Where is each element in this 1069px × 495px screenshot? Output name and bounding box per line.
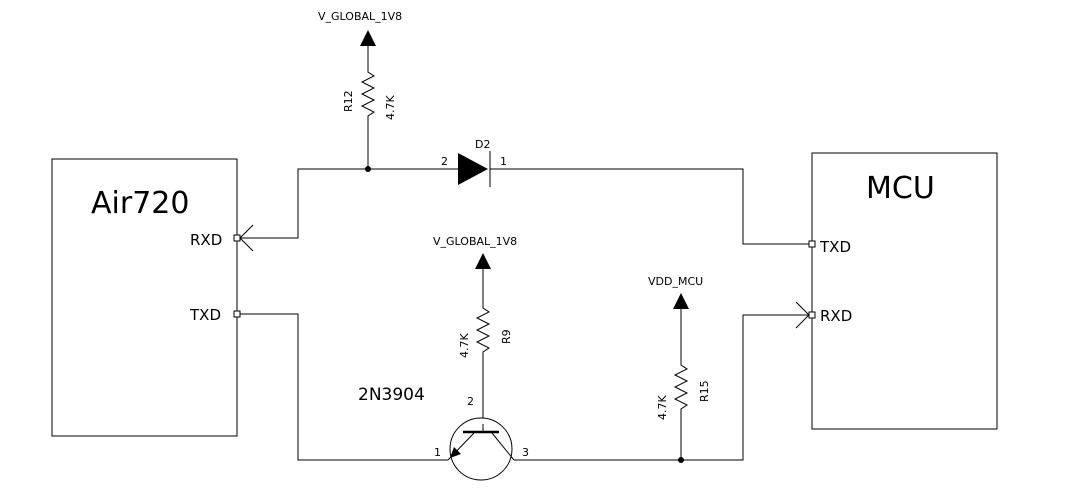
transistor-collector-lead	[491, 432, 515, 461]
transistor-part-label: 2N3904	[358, 385, 425, 405]
mcu-block	[811, 152, 998, 430]
resistor-r9-icon	[475, 269, 491, 424]
emitter-arrow-icon	[450, 447, 461, 458]
diode-d2-icon	[458, 153, 488, 185]
r9-ref: R9	[500, 329, 513, 344]
power-arrow-icon	[360, 30, 376, 46]
air720-block	[51, 158, 238, 437]
d2-anode-pin: 2	[441, 155, 448, 168]
power-arrow-icon	[673, 293, 689, 309]
air720-title: Air720	[91, 186, 189, 221]
r9-supply-label: V_GLOBAL_1V8	[433, 235, 517, 248]
transistor-emitter-pin: 1	[434, 446, 441, 459]
air720-txd-pin	[233, 310, 241, 318]
r12-ref: R12	[342, 90, 355, 112]
resistor-r15-icon	[673, 309, 689, 460]
d2-ref: D2	[475, 138, 490, 151]
transistor-collector-pin: 3	[522, 446, 529, 459]
mcu-txd-pin	[808, 240, 816, 248]
transistor-base-pin: 2	[467, 395, 474, 408]
mcu-rxd-pin	[808, 311, 816, 319]
d2-cathode-pin: 1	[500, 155, 507, 168]
wire-collector-net	[514, 314, 809, 461]
mcu-title: MCU	[866, 171, 935, 206]
wire-air720-rxd	[240, 168, 458, 239]
mcu-txd-label: TXD	[819, 238, 851, 256]
r15-ref: R15	[698, 380, 711, 402]
r12-value: 4.7K	[384, 95, 397, 120]
r9-value: 4.7K	[458, 333, 471, 358]
r15-value: 4.7K	[656, 395, 669, 420]
mcu-rxd-label: RXD	[820, 307, 852, 325]
wire-air720-txd	[240, 313, 448, 461]
transistor-q-icon	[449, 417, 513, 481]
power-arrow-icon	[475, 253, 491, 269]
air720-txd-label: TXD	[189, 306, 221, 324]
air720-rxd-label: RXD	[190, 231, 222, 249]
air720-rxd-pin	[233, 234, 241, 242]
wire-mcu-txd	[490, 168, 809, 245]
r12-supply-label: V_GLOBAL_1V8	[318, 10, 402, 23]
r15-supply-label: VDD_MCU	[648, 275, 703, 288]
resistor-r12-icon	[360, 46, 376, 169]
